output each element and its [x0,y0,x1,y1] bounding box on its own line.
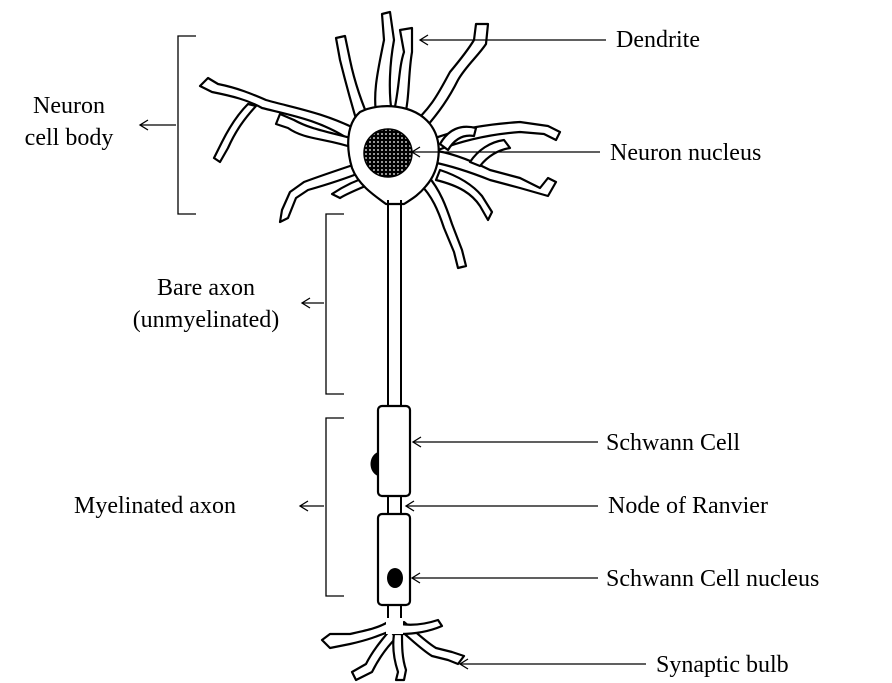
label-neuron-cell-body: Neuron cell body [4,90,134,154]
label-bare-axon: Bare axon (unmyelinated) [116,272,296,336]
axon [371,200,411,622]
bracket-myelinated-axon [326,418,344,596]
neuron-cell-body [200,12,560,268]
label-bare-axon-line2: (unmyelinated) [116,304,296,336]
label-neuron-cell-body-line2: cell body [4,122,134,154]
schwann-cell-nucleus [387,568,403,588]
label-bare-axon-line1: Bare axon [116,272,296,304]
schwann-cell-lower [378,514,410,605]
bracket-bare-axon [326,214,344,394]
neuron-nucleus [364,129,412,177]
schwann-cell-upper [378,406,410,496]
bracket-cell-body [178,36,196,214]
label-neuron-nucleus: Neuron nucleus [610,137,761,169]
label-neuron-cell-body-line1: Neuron [4,90,134,122]
label-schwann-cell-nucleus: Schwann Cell nucleus [606,563,819,595]
label-dendrite: Dendrite [616,24,700,56]
label-myelinated-axon: Myelinated axon [74,490,236,522]
label-schwann-cell: Schwann Cell [606,427,740,459]
label-node-of-ranvier: Node of Ranvier [608,490,768,522]
schwann-cell-nucleus-upper [371,452,379,476]
synaptic-terminals [322,618,464,680]
label-synaptic-bulb: Synaptic bulb [656,649,789,681]
